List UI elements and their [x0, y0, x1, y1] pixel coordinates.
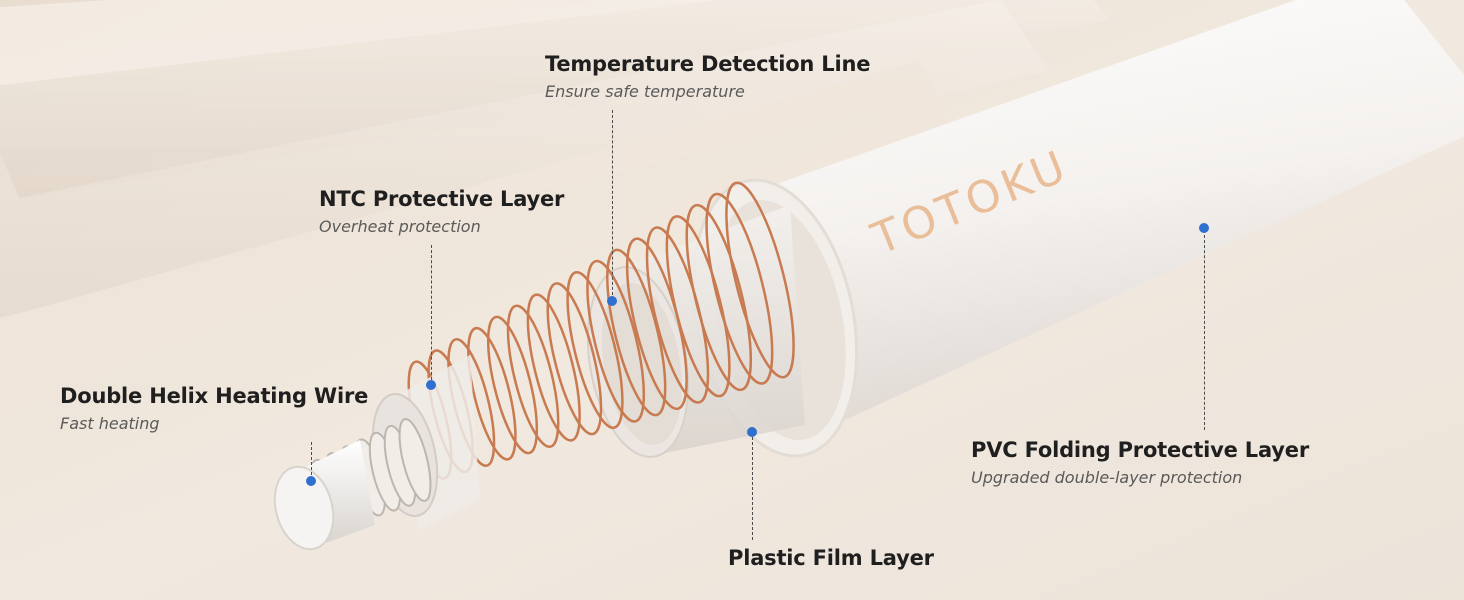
leader-double-helix — [311, 442, 312, 480]
copper-coil-turn — [685, 203, 753, 392]
marker-dot-temperature — [607, 296, 617, 306]
marker-dot-double-helix — [306, 476, 316, 486]
copper-coil-turn — [526, 293, 581, 442]
copper-coil-turn — [705, 192, 774, 385]
leader-plastic-film — [752, 432, 753, 540]
copper-coil-turn — [606, 248, 667, 417]
copper-coil-turn — [506, 304, 560, 448]
label-title: Double Helix Heating Wire — [60, 384, 369, 408]
label-double-helix: Double Helix Heating Wire Fast heating — [60, 384, 368, 433]
leader-temperature-detection — [612, 110, 613, 300]
marker-dot-pvc — [1199, 223, 1209, 233]
core-end-cap — [273, 440, 375, 551]
copper-coil-turn — [467, 326, 517, 461]
copper-coil-turn — [546, 282, 603, 436]
copper-coil-turn — [586, 259, 646, 423]
label-plastic-film: Plastic Film Layer — [728, 546, 934, 570]
label-subtitle: Ensure safe temperature — [545, 82, 745, 101]
inner-helix-turn — [398, 418, 432, 502]
label-title: Temperature Detection Line — [545, 52, 871, 76]
leader-pvc-layer — [1204, 230, 1205, 430]
label-title: PVC Folding Protective Layer — [971, 438, 1309, 462]
label-subtitle: Upgraded double-layer protection — [971, 468, 1243, 487]
marker-dot-ntc — [426, 380, 436, 390]
leader-ntc-layer — [431, 245, 432, 385]
background-tubes — [0, 0, 1110, 425]
label-temperature-detection: Temperature Detection Line Ensure safe t… — [545, 52, 870, 101]
label-title: Plastic Film Layer — [728, 546, 934, 570]
copper-coil-turn — [486, 315, 539, 455]
label-pvc-layer: PVC Folding Protective Layer Upgraded do… — [971, 438, 1309, 487]
label-subtitle: Overheat protection — [319, 217, 481, 236]
copper-coil-turn — [725, 181, 795, 379]
copper-coil-turn — [665, 215, 731, 398]
label-ntc-layer: NTC Protective Layer Overheat protection — [319, 187, 564, 236]
label-subtitle: Fast heating — [60, 414, 160, 433]
copper-coil-turn — [566, 270, 624, 430]
marker-dot-plastic-film — [747, 427, 757, 437]
label-title: NTC Protective Layer — [319, 187, 565, 211]
